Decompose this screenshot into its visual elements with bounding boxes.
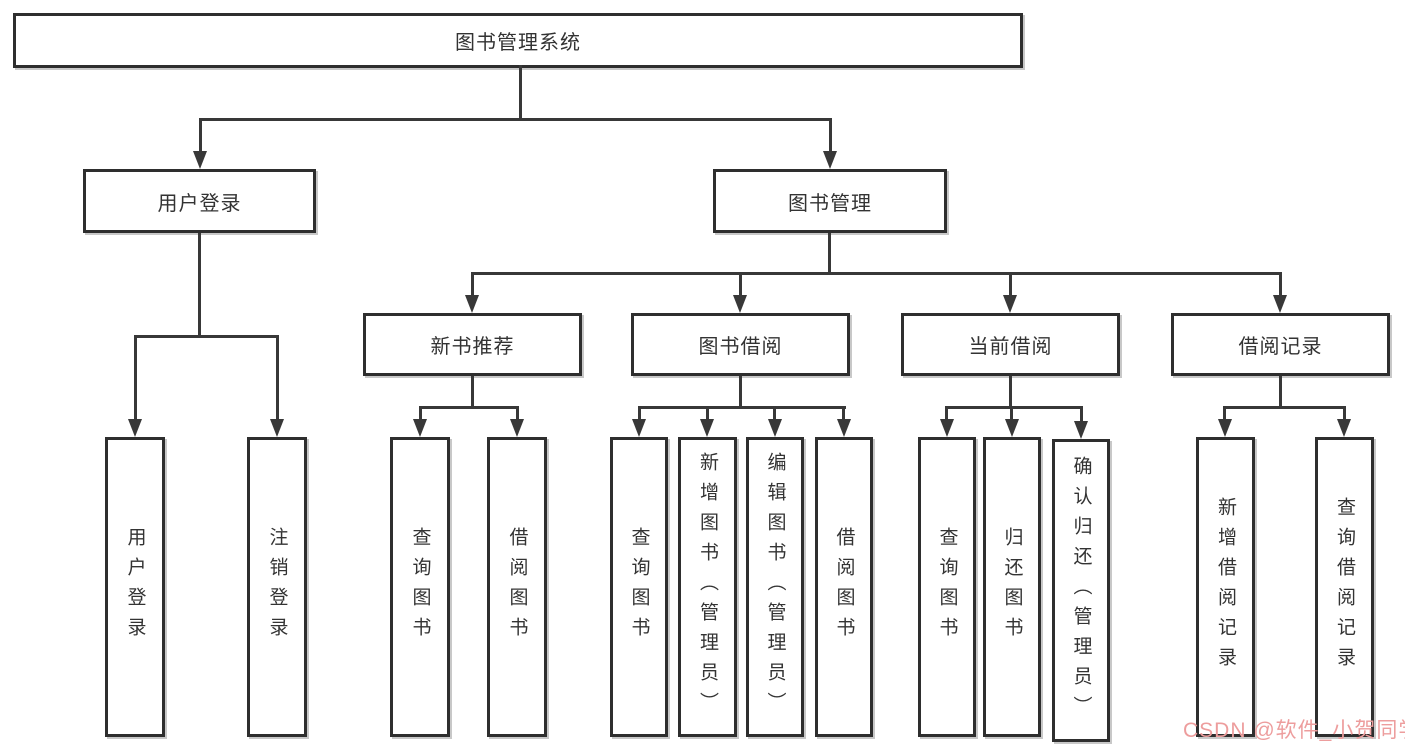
node-book-management-label: 图书管理 <box>788 192 872 215</box>
arrow-down-icon <box>632 419 646 437</box>
node-book-management: 图书管理 <box>713 169 947 233</box>
leaf-borrow-books-recommend-label: 借阅图书 <box>506 527 528 647</box>
connector-vline <box>1009 376 1012 406</box>
arrow-down-icon <box>270 419 284 437</box>
leaf-query-books-current: 查询图书 <box>918 437 976 737</box>
connector-vline <box>198 233 201 335</box>
connector-hline <box>1223 406 1346 409</box>
leaf-query-books-recommend-label: 查询图书 <box>409 527 431 647</box>
connector-hline <box>945 406 1083 409</box>
node-root: 图书管理系统 <box>13 13 1023 68</box>
leaf-edit-books-admin: 编辑图书（管理员） <box>746 437 804 737</box>
leaf-add-borrow-record-label: 新增借阅记录 <box>1215 497 1236 677</box>
connector-vline <box>1080 406 1083 421</box>
leaf-edit-books-admin-label: 编辑图书（管理员） <box>764 452 786 722</box>
connector-vline <box>739 272 742 295</box>
connector-vline <box>1223 406 1226 419</box>
leaf-user-login-label: 用户登录 <box>124 527 146 647</box>
leaf-confirm-return-admin: 确认归还（管理员） <box>1052 439 1110 742</box>
leaf-query-borrow-record-label: 查询借阅记录 <box>1334 497 1355 677</box>
connector-vline <box>1010 406 1013 419</box>
connector-vline <box>739 376 742 406</box>
node-book-borrow: 图书借阅 <box>631 313 850 376</box>
connector-vline <box>638 406 641 419</box>
connector-vline <box>1279 376 1282 406</box>
leaf-query-books-borrow: 查询图书 <box>610 437 668 737</box>
leaf-add-borrow-record: 新增借阅记录 <box>1196 437 1255 737</box>
connector-vline <box>199 118 202 151</box>
arrow-down-icon <box>700 419 714 437</box>
node-new-book-recommend-label: 新书推荐 <box>430 336 515 358</box>
leaf-confirm-return-admin-label: 确认归还（管理员） <box>1070 455 1092 726</box>
connector-vline <box>1009 272 1012 295</box>
node-user-login: 用户登录 <box>83 169 316 233</box>
connector-hline <box>199 118 832 121</box>
node-new-book-recommend: 新书推荐 <box>363 313 582 376</box>
leaf-return-books: 归还图书 <box>983 437 1041 737</box>
arrow-down-icon <box>1074 421 1088 439</box>
arrow-down-icon <box>1273 295 1287 313</box>
leaf-borrow-books-label: 借阅图书 <box>833 527 855 647</box>
leaf-return-books-label: 归还图书 <box>1001 527 1023 647</box>
connector-vline <box>945 406 948 419</box>
node-current-borrow-label: 当前借阅 <box>968 336 1053 358</box>
leaf-logout-login: 注销登录 <box>247 437 307 737</box>
node-borrow-records-label: 借阅记录 <box>1238 336 1323 358</box>
connector-hline <box>471 272 1282 275</box>
leaf-add-books-admin: 新增图书（管理员） <box>678 437 737 737</box>
arrow-down-icon <box>1003 295 1017 313</box>
arrow-down-icon <box>1218 419 1232 437</box>
connector-vline <box>134 335 137 419</box>
leaf-query-borrow-record: 查询借阅记录 <box>1315 437 1374 737</box>
leaf-borrow-books: 借阅图书 <box>815 437 873 737</box>
watermark: CSDN @软件_小贺同学 <box>1183 719 1405 742</box>
connector-vline <box>1279 272 1282 295</box>
leaf-query-books-recommend: 查询图书 <box>390 437 450 737</box>
arrow-down-icon <box>465 295 479 313</box>
node-current-borrow: 当前借阅 <box>901 313 1120 376</box>
leaf-borrow-books-recommend: 借阅图书 <box>487 437 547 737</box>
leaf-user-login: 用户登录 <box>105 437 165 737</box>
arrow-down-icon <box>413 419 427 437</box>
node-borrow-records: 借阅记录 <box>1171 313 1390 376</box>
connector-vline <box>519 65 522 118</box>
connector-vline <box>471 272 474 295</box>
connector-vline <box>706 406 709 419</box>
connector-hline <box>638 406 846 409</box>
connector-vline <box>419 406 422 419</box>
connector-vline <box>1343 406 1346 419</box>
connector-vline <box>471 376 474 406</box>
connector-vline <box>829 118 832 151</box>
arrow-down-icon <box>510 419 524 437</box>
arrow-down-icon <box>193 151 207 169</box>
node-user-login-label: 用户登录 <box>157 192 242 215</box>
arrow-down-icon <box>733 295 747 313</box>
arrow-down-icon <box>1337 419 1351 437</box>
arrow-down-icon <box>128 419 142 437</box>
connector-vline <box>842 406 845 419</box>
leaf-query-books-borrow-label: 查询图书 <box>628 527 650 647</box>
connector-hline <box>419 406 519 409</box>
connector-vline <box>828 233 831 272</box>
connector-vline <box>276 335 279 419</box>
arrow-down-icon <box>823 151 837 169</box>
leaf-query-books-current-label: 查询图书 <box>936 527 958 647</box>
arrow-down-icon <box>837 419 851 437</box>
connector-hline <box>134 335 279 338</box>
arrow-down-icon <box>768 419 782 437</box>
node-root-label: 图书管理系统 <box>455 32 581 54</box>
connector-vline <box>773 406 776 419</box>
arrow-down-icon <box>940 419 954 437</box>
arrow-down-icon <box>1005 419 1019 437</box>
leaf-add-books-admin-label: 新增图书（管理员） <box>697 452 718 722</box>
node-book-borrow-label: 图书借阅 <box>698 336 783 358</box>
leaf-logout-login-label: 注销登录 <box>266 527 288 647</box>
connector-vline <box>516 406 519 419</box>
